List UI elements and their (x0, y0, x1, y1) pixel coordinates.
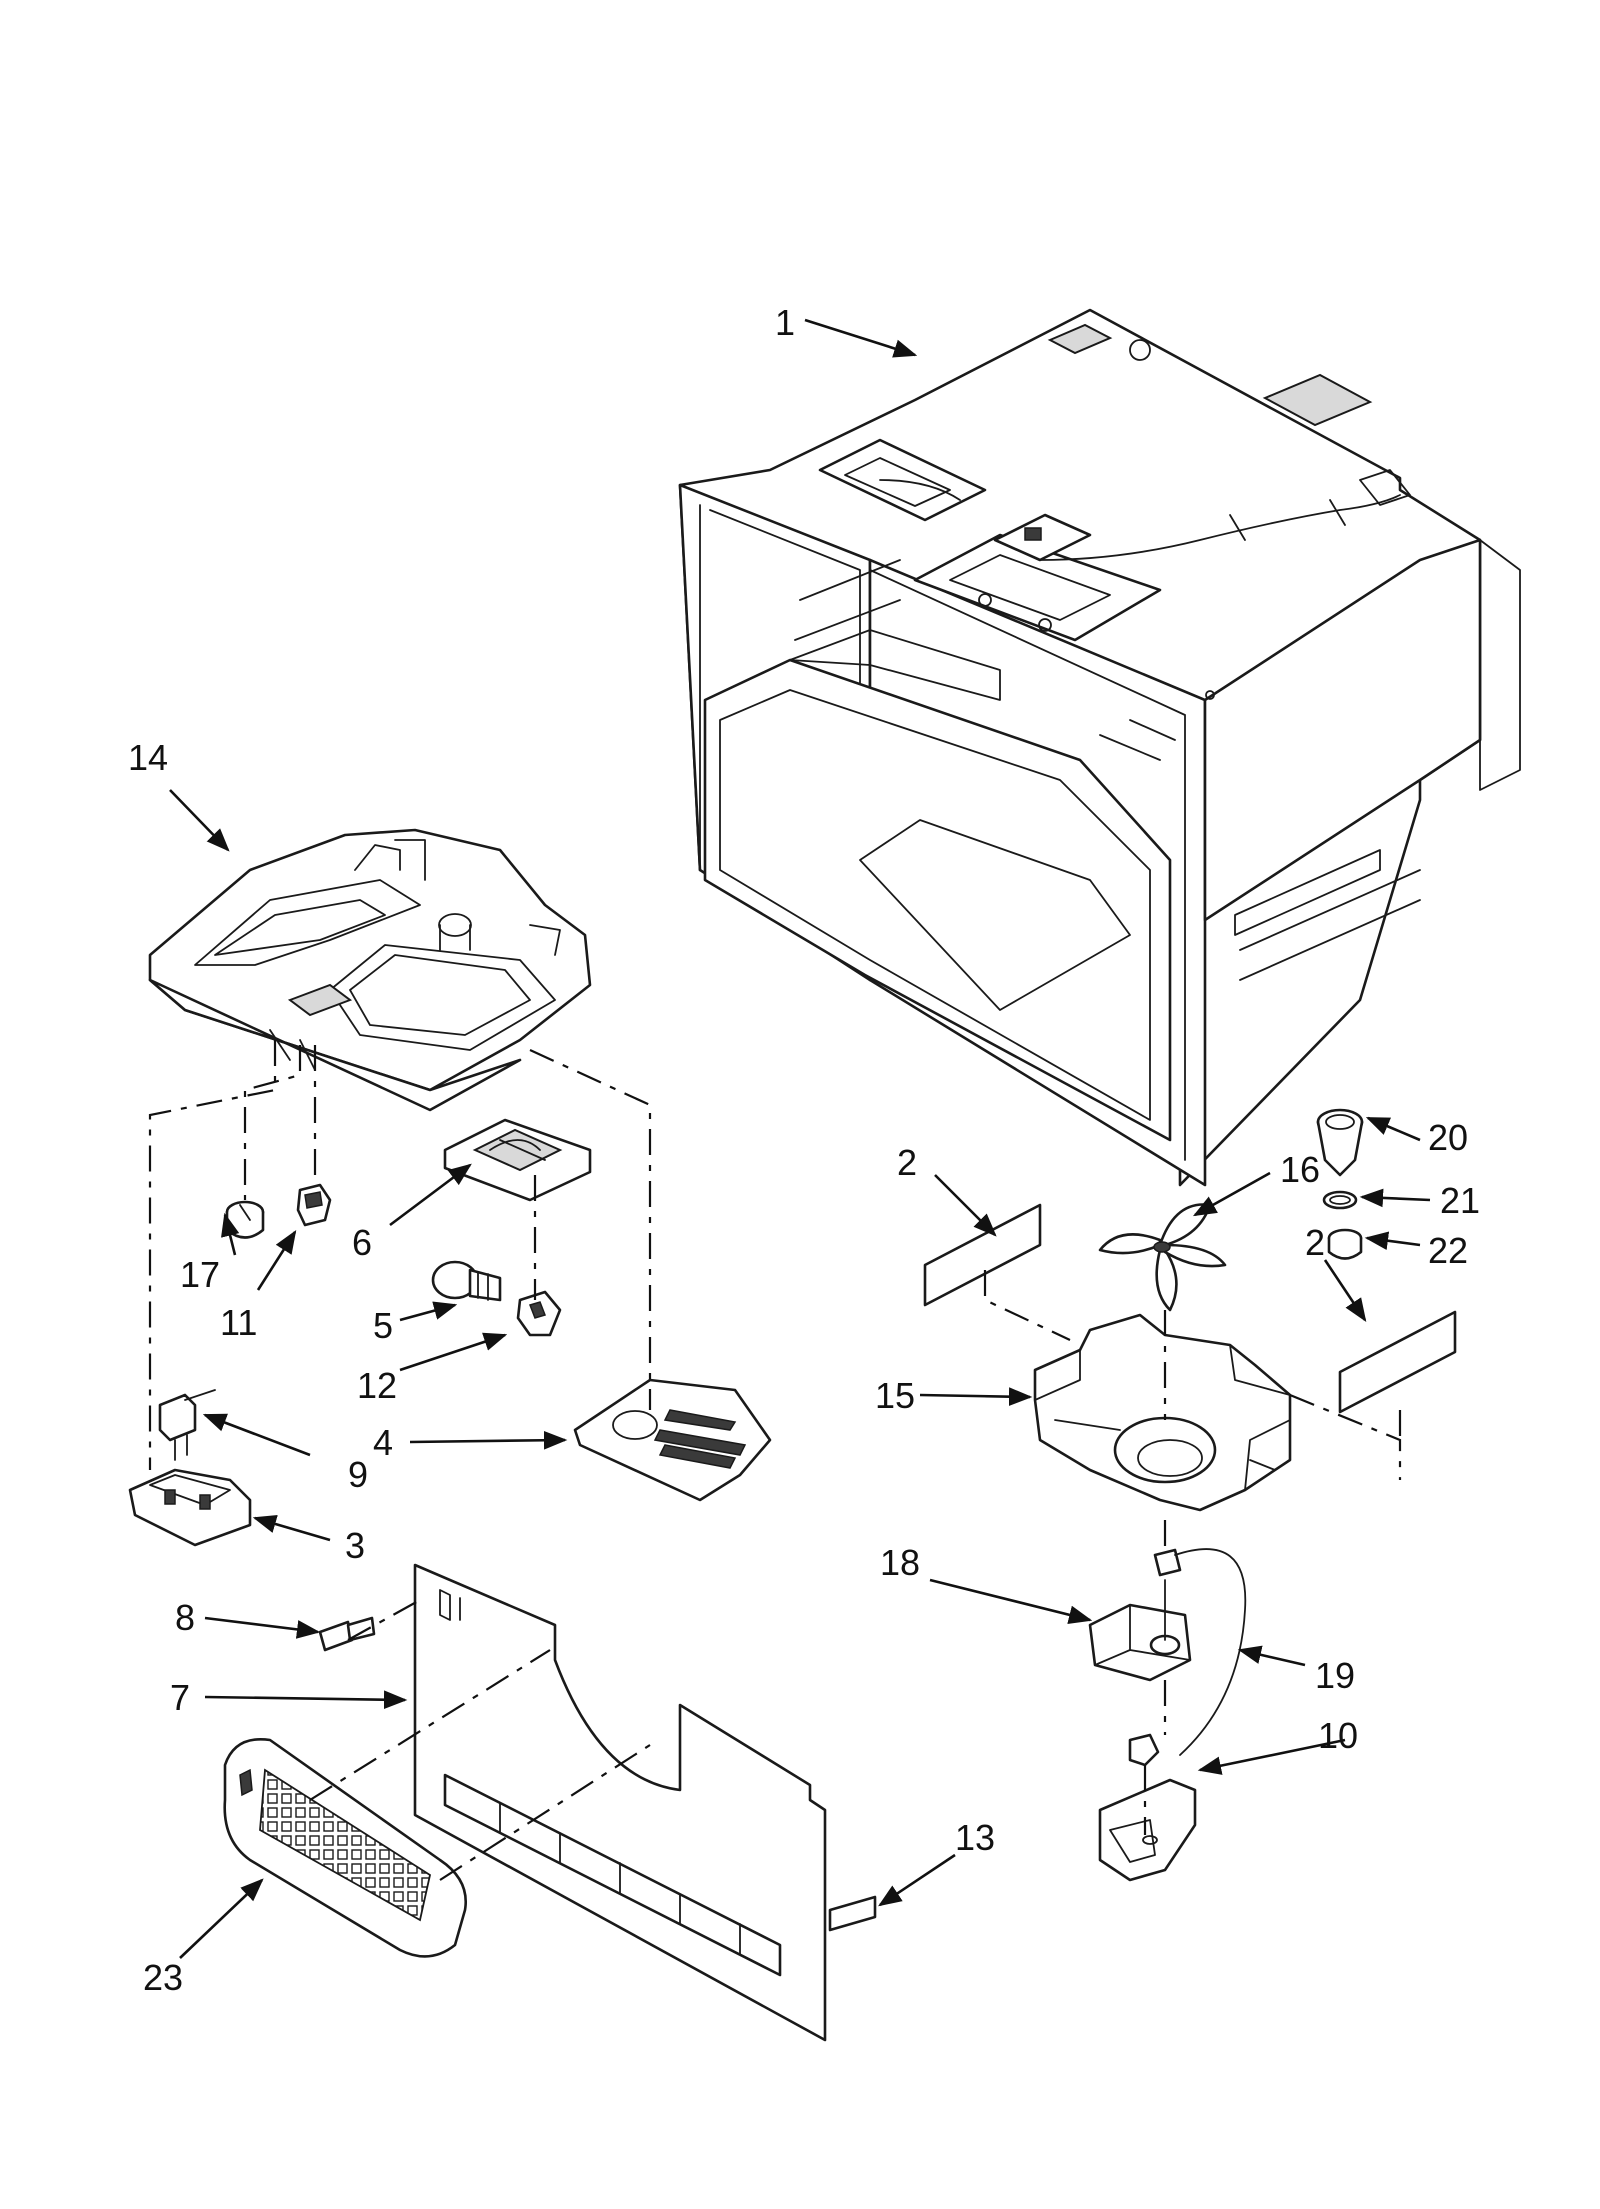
callout-9: 9 (348, 1454, 368, 1495)
rotary-knob (225, 1200, 265, 1239)
callout-2a: 2 (897, 1142, 917, 1183)
callout-17: 17 (180, 1254, 220, 1295)
lamp-socket (516, 1290, 562, 1337)
callout-15: 15 (875, 1375, 915, 1416)
motor-bracket (1098, 1778, 1197, 1882)
alignment-lines (148, 1040, 1402, 1881)
screw (318, 1616, 376, 1652)
callout-18: 18 (880, 1542, 920, 1583)
door-switch (296, 1183, 332, 1227)
callout-2b: 2 (1305, 1222, 1325, 1263)
rear-panel (413, 1563, 827, 2042)
callout-23: 23 (143, 1957, 183, 1998)
ice-bin-housing (148, 828, 592, 1112)
callout-7: 7 (170, 1677, 190, 1718)
fan-blade (1098, 1203, 1227, 1312)
foam-strip (828, 1895, 877, 1932)
callout-6: 6 (352, 1222, 372, 1263)
grommet-cap (1327, 1228, 1363, 1260)
freezer-liner (678, 308, 1521, 1187)
callout-12: 12 (357, 1365, 397, 1406)
callout-19: 19 (1315, 1655, 1355, 1696)
callout-20: 20 (1428, 1117, 1468, 1158)
light-bulb (431, 1260, 502, 1302)
fan-shroud (1033, 1313, 1292, 1512)
callout-8: 8 (175, 1597, 195, 1638)
callout-16: 16 (1280, 1149, 1320, 1190)
insulation-pad-right (1338, 1310, 1457, 1414)
o-ring (1322, 1190, 1358, 1210)
insulation-pad-left (923, 1203, 1042, 1307)
callout-22: 22 (1428, 1230, 1468, 1271)
callout-4: 4 (373, 1422, 393, 1463)
control-housing (128, 1468, 252, 1547)
callout-labels: 1 2 2 3 4 5 6 7 8 9 10 11 12 13 14 15 16… (128, 302, 1480, 1998)
light-housing (573, 1378, 772, 1502)
fan-motor (1088, 1548, 1247, 1756)
callout-13: 13 (955, 1817, 995, 1858)
callout-14: 14 (128, 737, 168, 778)
callout-10: 10 (1318, 1715, 1358, 1756)
panel-vents (443, 1773, 782, 1977)
vent-grille (223, 1737, 468, 1958)
leader-arrows (169, 318, 1431, 1959)
callout-11: 11 (220, 1302, 257, 1343)
motor-grommet (1128, 1733, 1160, 1767)
callout-1: 1 (775, 302, 795, 343)
callout-21: 21 (1440, 1180, 1480, 1221)
thermostat (158, 1389, 216, 1461)
callout-5: 5 (373, 1305, 393, 1346)
lamp-cover (443, 1118, 592, 1202)
callout-3: 3 (345, 1525, 365, 1566)
drain-grommet (1316, 1108, 1364, 1177)
